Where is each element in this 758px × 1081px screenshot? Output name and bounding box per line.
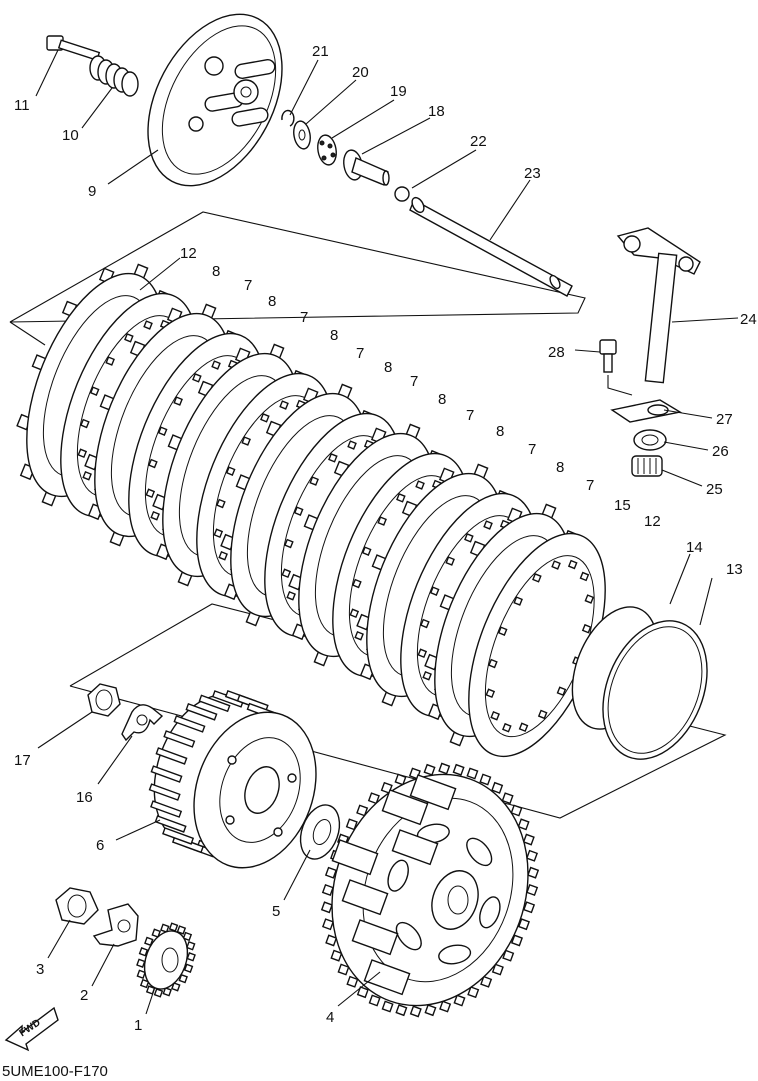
callout-7: 7 xyxy=(528,441,536,458)
callout-10: 10 xyxy=(62,127,79,144)
bolt-guide-line xyxy=(607,375,633,396)
clutch-plate-stack xyxy=(16,263,606,758)
callout-8: 8 xyxy=(330,327,338,344)
washer xyxy=(293,120,311,150)
callout-7: 7 xyxy=(466,407,474,424)
fwd-arrow-icon: FWD xyxy=(4,1006,59,1052)
plate-stack-frame xyxy=(9,211,586,323)
callout-7: 7 xyxy=(410,373,418,390)
locating-plate-bolt xyxy=(599,339,617,373)
callout-25: 25 xyxy=(706,481,723,498)
callout-14: 14 xyxy=(686,539,703,556)
clutch-spring xyxy=(89,55,139,97)
callout-8: 8 xyxy=(384,359,392,376)
callout-26: 26 xyxy=(712,443,729,460)
push-rod-1 xyxy=(343,149,390,186)
callout-23: 23 xyxy=(524,165,541,182)
push-rod-2 xyxy=(409,196,573,297)
callout-22: 22 xyxy=(470,133,487,150)
callout-12-top: 12 xyxy=(180,245,197,262)
oil-seal xyxy=(633,429,667,451)
callout-17: 17 xyxy=(14,752,31,769)
plate-stack-frame-lower xyxy=(9,321,46,346)
callout-4: 4 xyxy=(326,1009,334,1026)
callout-8: 8 xyxy=(556,459,564,476)
needle-bearing xyxy=(631,455,663,477)
callout-7: 7 xyxy=(356,345,364,362)
callout-5: 5 xyxy=(272,903,280,920)
callout-8: 8 xyxy=(212,263,220,280)
primary-drive-nut xyxy=(55,887,99,925)
leader-lines xyxy=(35,49,739,1015)
callout-3: 3 xyxy=(36,961,44,978)
callout-21: 21 xyxy=(312,43,329,60)
primary-drive-gear xyxy=(136,922,196,998)
spring-seat-ring xyxy=(602,620,708,760)
callout-11: 11 xyxy=(14,97,30,114)
callout-12-bottom: 12 xyxy=(644,513,661,530)
thrust-bearing xyxy=(317,134,337,166)
callout-27: 27 xyxy=(716,411,733,428)
diagram-code: 5UME100-F170 xyxy=(2,1063,108,1080)
callout-13: 13 xyxy=(726,561,743,578)
callout-7: 7 xyxy=(244,277,252,294)
callout-24: 24 xyxy=(740,311,757,328)
callout-15: 15 xyxy=(614,497,631,514)
circlip xyxy=(281,109,295,127)
hub-group-frame xyxy=(69,603,727,819)
callout-7: 7 xyxy=(300,309,308,326)
callout-9: 9 xyxy=(88,183,96,200)
callout-8: 8 xyxy=(496,423,504,440)
callout-18: 18 xyxy=(428,103,445,120)
boss-nut xyxy=(87,683,121,717)
callout-16: 16 xyxy=(76,789,93,806)
primary-drive-lock-washer xyxy=(92,903,139,947)
callout-6: 6 xyxy=(96,837,104,854)
steel-ball xyxy=(394,186,410,202)
push-lever-shaft xyxy=(616,227,701,384)
callout-7: 7 xyxy=(586,477,594,494)
clutch-housing xyxy=(320,762,540,1018)
callout-labels: 11 10 9 21 20 19 18 22 23 24 28 27 26 25… xyxy=(14,43,757,1034)
boss-lock-washer xyxy=(121,704,164,742)
callout-1: 1 xyxy=(134,1017,142,1034)
thrust-washer xyxy=(299,804,341,860)
shaft-locating-plate xyxy=(610,399,682,423)
callout-8: 8 xyxy=(438,391,446,408)
clutch-boss xyxy=(148,690,317,869)
pressure-plate xyxy=(147,13,283,187)
callout-20: 20 xyxy=(352,64,369,81)
callout-28: 28 xyxy=(548,344,565,361)
callout-2: 2 xyxy=(80,987,88,1004)
callout-19: 19 xyxy=(390,83,407,100)
callout-8: 8 xyxy=(268,293,276,310)
